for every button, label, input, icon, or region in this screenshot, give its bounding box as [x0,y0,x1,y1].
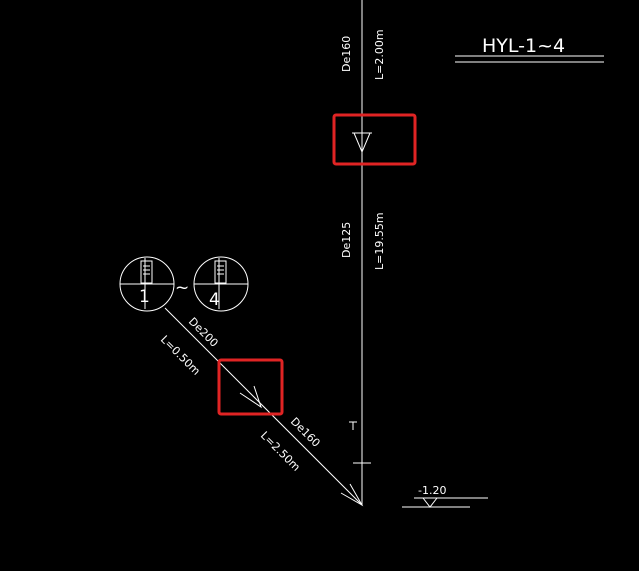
diagonal-lower-diameter-label: De160 [288,415,323,450]
vertical-lower-diameter-label: De125 [340,222,353,258]
elevation-value: -1.20 [418,484,446,497]
vertical-upper-diameter-label: De160 [340,36,353,72]
inlet-symbol-last: 4 [193,256,249,312]
junction-arrowhead [340,483,364,507]
drawing-title: HYL-1~4 [482,35,565,57]
vertical-lower-length-label: L=19.55m [373,212,386,270]
inlet-symbol-first: 1 [119,256,175,312]
title-block: HYL-1~4 [455,35,604,63]
inlet-number-first: 1 [139,287,150,307]
vertical-flow-arrow [352,132,372,154]
inlet-number-last: 4 [209,290,220,310]
highlight-box-vertical-arrow[interactable] [332,113,417,166]
vertical-pipe-fittings [349,421,371,464]
diagonal-flow-arrow [239,385,262,409]
inlet-range-separator: ~ [175,278,189,298]
diagonal-lower-length-label: L=2.50m [258,429,303,474]
elevation-marker: -1.20 [402,484,488,508]
diagonal-upper-diameter-label: De200 [186,315,221,350]
diagonal-pipe [164,307,363,506]
highlight-box-diagonal-arrow[interactable] [217,358,284,416]
vertical-upper-length-label: L=2.00m [373,29,386,80]
